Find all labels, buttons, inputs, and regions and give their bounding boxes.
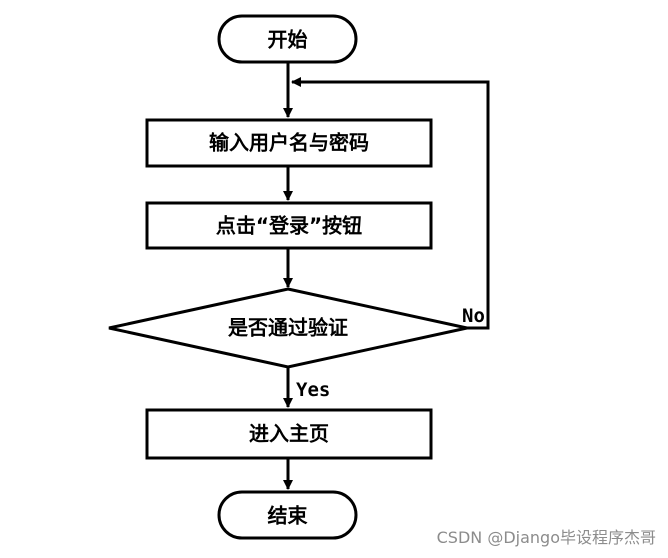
end-node-label: 结束 <box>268 504 309 528</box>
click-login-node: 点击“登录”按钮 <box>145 201 433 250</box>
decision-label: 是否通过验证 <box>227 316 348 340</box>
no-label: No <box>462 305 485 327</box>
input-credentials-node: 输入用户名与密码 <box>145 118 433 168</box>
yes-label: Yes <box>296 379 330 401</box>
no-loop-line <box>291 77 490 330</box>
input-credentials-label: 输入用户名与密码 <box>209 131 369 155</box>
start-node-label: 开始 <box>268 28 308 52</box>
enter-homepage-label: 进入主页 <box>249 422 329 446</box>
start-node: 开始 <box>217 14 358 64</box>
end-node: 结束 <box>217 490 358 540</box>
decision-node: 是否通过验证 <box>108 287 468 369</box>
enter-homepage-node: 进入主页 <box>145 408 433 460</box>
watermark-text: CSDN @Django毕设程序杰哥 <box>436 528 656 547</box>
click-login-label: 点击“登录”按钮 <box>216 214 362 238</box>
